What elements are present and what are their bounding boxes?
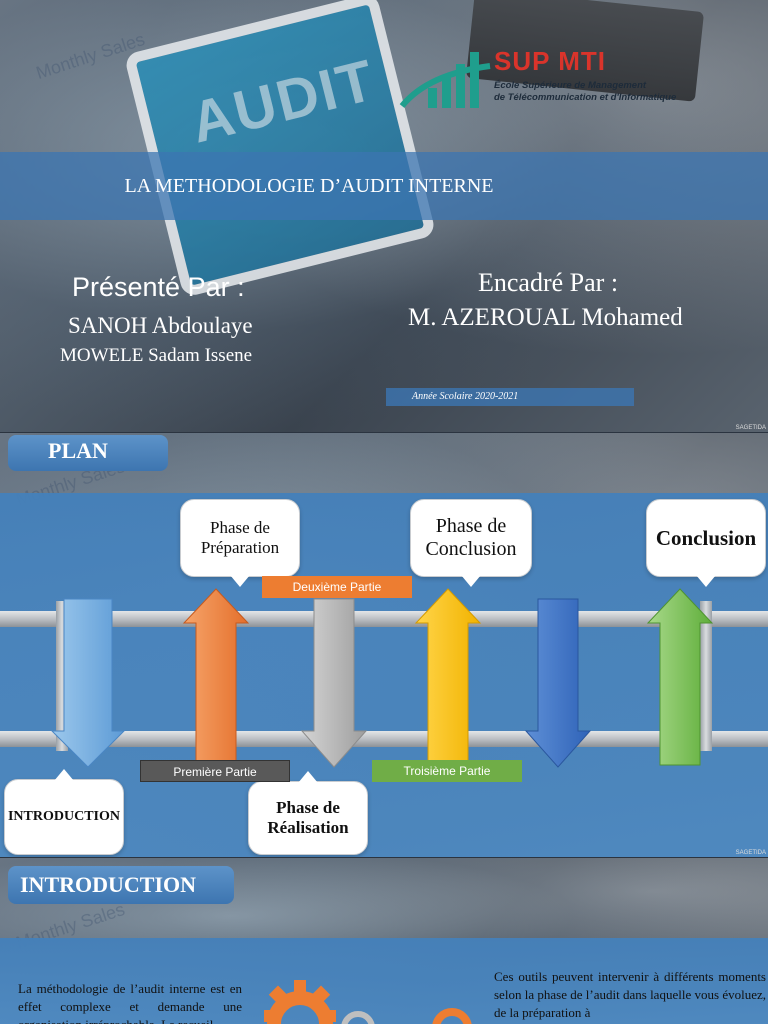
- phase-arrows: [50, 588, 714, 768]
- logo-bars-icon: [399, 52, 491, 108]
- introduction-right-text: Ces outils peuvent intervenir à différen…: [494, 969, 766, 1020]
- presenter-name-1: SANOH Abdoulaye: [68, 313, 253, 338]
- gear-icon: [264, 980, 375, 1024]
- callout-conclusion: Conclusion: [646, 499, 766, 587]
- introduction-slide: Monthly Sales INTRODUCTION La méthodolog…: [0, 858, 768, 1024]
- arrow-conclusion: [646, 588, 714, 766]
- arrow-introduction: [50, 598, 126, 768]
- arrow-realisation: [300, 598, 368, 768]
- plan-diagram: Phase de Préparation Phase de Conclusion…: [0, 493, 768, 857]
- callout-preparation: Phase de Préparation: [180, 499, 300, 587]
- arrow-preparation: [182, 588, 250, 766]
- part-label-third: Troisième Partie: [372, 760, 522, 782]
- school-year: Année Scolaire 2020-2021: [386, 388, 634, 406]
- gear-icon: [432, 1008, 472, 1024]
- callout-introduction: INTRODUCTION: [4, 769, 124, 855]
- corner-mark: SAGETIDA: [735, 850, 766, 856]
- presented-by-label: Présenté Par :: [72, 272, 245, 302]
- presentation-title: LA METHODOLOGIE D’AUDIT INTERNE: [124, 174, 494, 197]
- logo-name: SUP MTI: [494, 46, 606, 76]
- content-band: [0, 938, 768, 1024]
- callout-conclusion-phase: Phase de Conclusion: [410, 499, 532, 587]
- presenter-name-2: MOWELE Sadam Issene: [60, 345, 253, 366]
- introduction-left-text: La méthodologie de l’audit interne est e…: [18, 981, 242, 1024]
- logo-subtitle-line-1: École Supérieure de Management: [494, 80, 647, 91]
- tablet-word: AUDIT: [184, 47, 382, 156]
- plan-heading: PLAN: [8, 435, 168, 471]
- part-label-second: Deuxième Partie: [262, 576, 412, 598]
- rail-post: [700, 601, 712, 751]
- plan-slide: Monthly Sales PLAN: [0, 433, 768, 857]
- title-band: LA METHODOLOGIE D’AUDIT INTERNE: [0, 152, 768, 220]
- part-label-first: Première Partie: [140, 760, 290, 782]
- callout-realisation: Phase de Réalisation: [248, 771, 368, 855]
- corner-mark: SAGETIDA: [735, 425, 766, 431]
- logo-subtitle-line-2: de Télécommunication et d'Informatique: [494, 92, 677, 103]
- arrow-transition: [524, 598, 592, 768]
- introduction-heading: INTRODUCTION: [8, 866, 234, 904]
- arrow-conclusion-phase: [414, 588, 482, 766]
- logo-subtitle: École Supérieure de Management de Téléco…: [494, 80, 684, 104]
- supervisor-name: M. AZEROUAL Mohamed: [408, 304, 683, 331]
- school-logo: SUP MTI École Supérieure de Management d…: [398, 44, 688, 124]
- title-slide: Monthly Sales AUDIT SUP MTI École Supéri…: [0, 0, 768, 432]
- supervised-by-label: Encadré Par :: [478, 268, 619, 297]
